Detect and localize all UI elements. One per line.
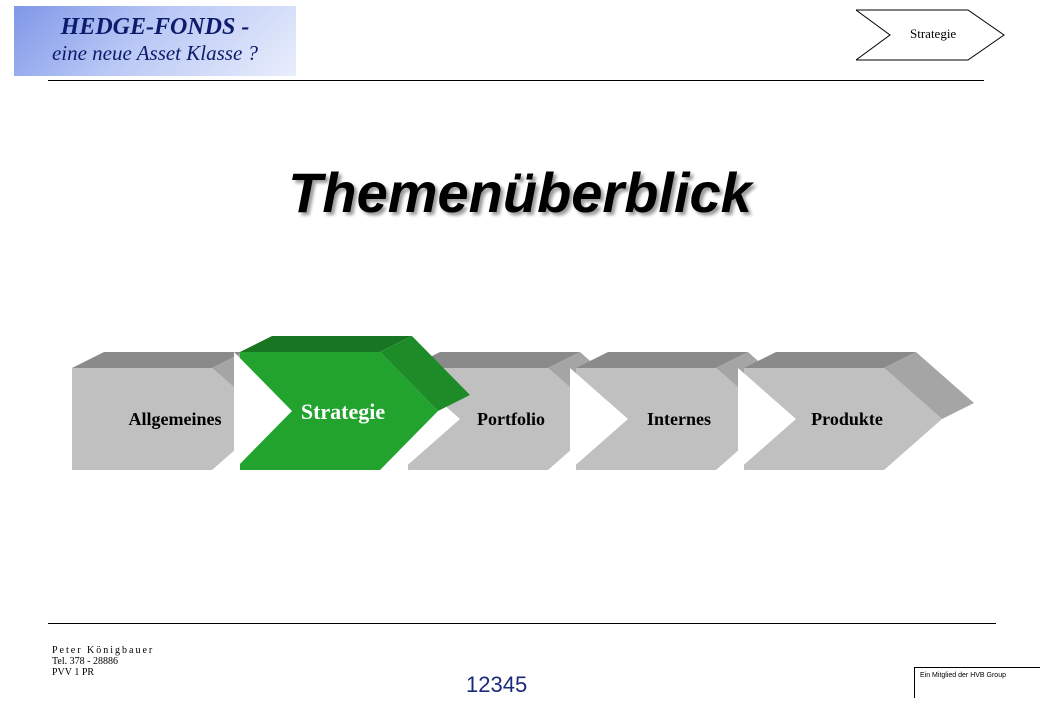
chevron-notch bbox=[738, 368, 796, 470]
presenter-dept: PVV 1 PR bbox=[52, 667, 95, 678]
chevron-front-face bbox=[240, 352, 438, 470]
topic-chevron-flow: Allgemeines Portfolio Internes Produkte Stra… bbox=[0, 320, 1040, 495]
nav-tag-label: Strategie bbox=[910, 26, 957, 41]
chevron-notch bbox=[570, 368, 628, 470]
chevron-label: Produkte bbox=[811, 409, 883, 429]
page-heading: Themenüberblick bbox=[288, 161, 752, 224]
chevron-label: Portfolio bbox=[477, 409, 545, 429]
top-divider bbox=[48, 80, 984, 81]
chevron-top-face bbox=[576, 352, 748, 368]
chevron-label: Strategie bbox=[301, 399, 386, 424]
page-number: 12345 bbox=[466, 672, 528, 697]
presenter-info: Peter Königbauer Tel. 378 - 28886 PVV 1 … bbox=[52, 645, 154, 678]
chevron-side-face bbox=[380, 336, 470, 411]
section-nav-tag[interactable]: Strategie bbox=[854, 8, 1006, 62]
presenter-phone: Tel. 378 - 28886 bbox=[52, 656, 118, 667]
bottom-divider bbox=[48, 623, 996, 624]
presentation-title: HEDGE-FONDS - eine neue Asset Klasse ? bbox=[14, 6, 296, 76]
group-member-note: Ein Mitglied der HVB Group bbox=[914, 667, 1040, 698]
chevron-top-face bbox=[744, 352, 916, 368]
chevron-label: Internes bbox=[647, 409, 711, 429]
chevron-notch bbox=[234, 352, 292, 470]
title-line-1: HEDGE-FONDS - bbox=[60, 14, 250, 40]
chevron-step[interactable]: Produkte bbox=[738, 352, 974, 470]
chevron-side-face bbox=[884, 352, 974, 419]
member-note-text: Ein Mitglied der HVB Group bbox=[920, 672, 1006, 679]
title-line-2: eine neue Asset Klasse ? bbox=[51, 41, 259, 65]
chevron-front-face bbox=[576, 368, 774, 470]
chevron-svg: Allgemeines Portfolio Internes Produkte Stra… bbox=[72, 336, 974, 470]
chevron-label: Allgemeines bbox=[129, 409, 222, 429]
nav-tag-arrow-icon bbox=[854, 9, 1005, 61]
chevron-top-face bbox=[240, 336, 412, 352]
chevron-top-face bbox=[72, 352, 244, 368]
chevron-front-face bbox=[72, 368, 270, 470]
chevron-front-face bbox=[744, 368, 942, 470]
chevron-step[interactable]: Strategie bbox=[234, 336, 470, 470]
chevron-top-face bbox=[408, 352, 580, 368]
presenter-name: Peter Königbauer bbox=[52, 645, 155, 656]
